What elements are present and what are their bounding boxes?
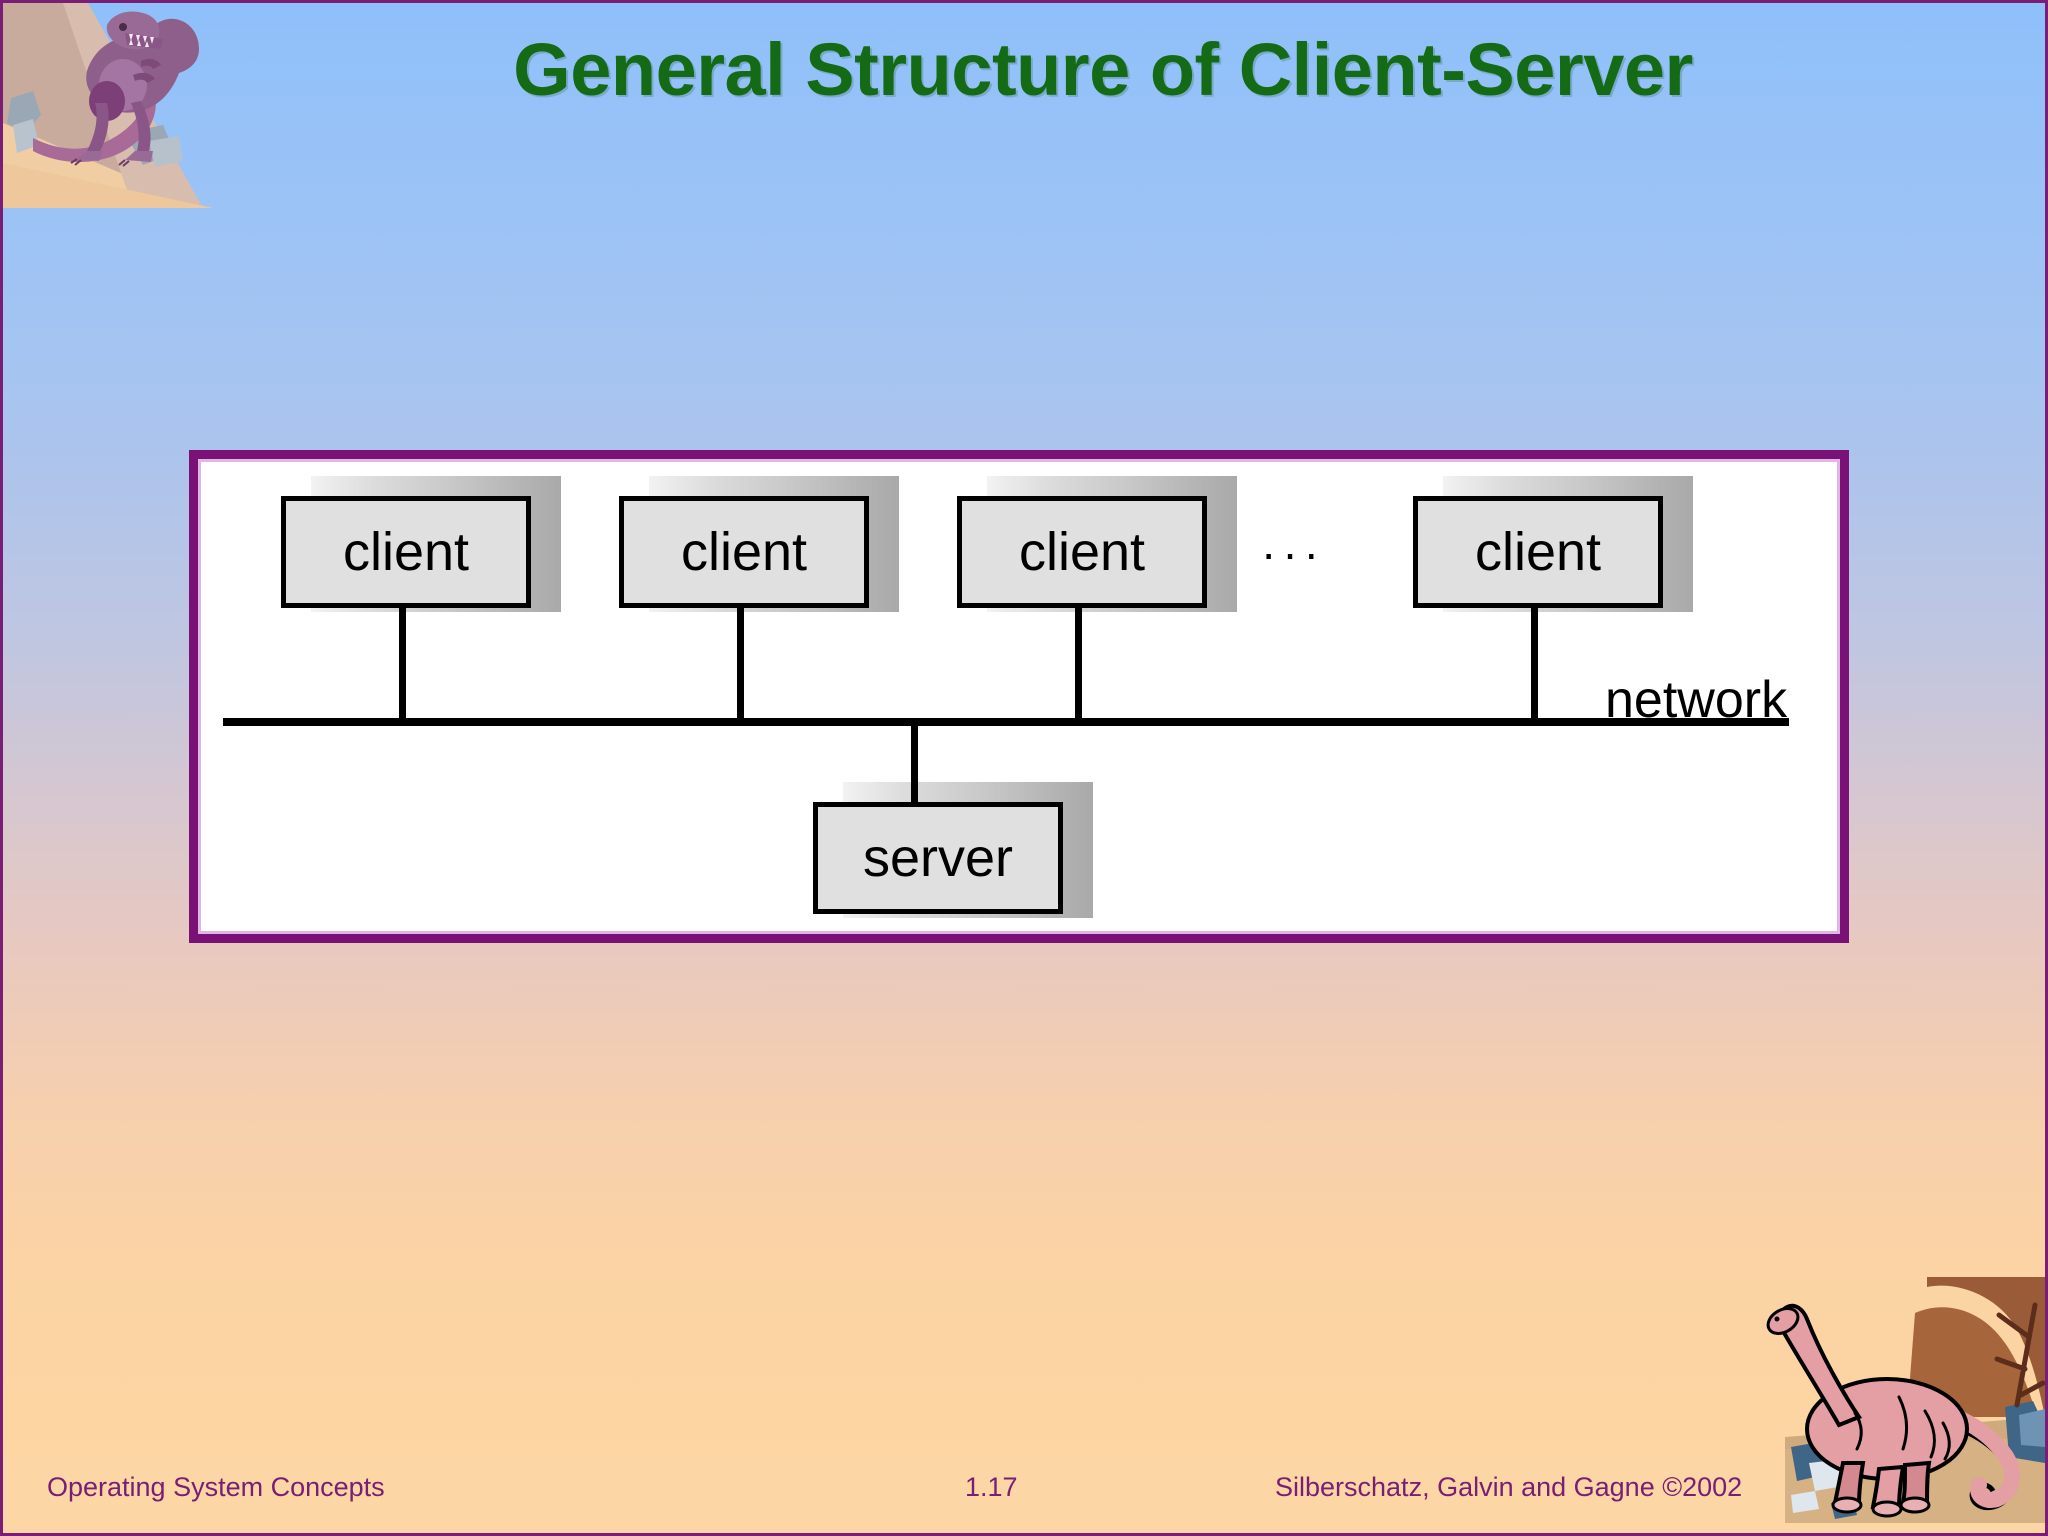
- diagram-inner-border: client client client ··· client: [198, 459, 1840, 934]
- client-label-4: client: [1474, 522, 1602, 582]
- client-link-1: [399, 608, 406, 722]
- client-label-1: client: [342, 522, 470, 582]
- client-box-4[interactable]: client: [1413, 496, 1663, 608]
- client-server-diagram: client client client ··· client: [189, 450, 1849, 943]
- client-link-3: [1075, 608, 1082, 722]
- page-title: General Structure of Client-Server: [513, 28, 1693, 111]
- client-link-4: [1531, 608, 1538, 722]
- network-label: network: [1605, 671, 1788, 729]
- sauropod-illustration: [1747, 1277, 2045, 1533]
- footer-page-number: 1.17: [965, 1472, 1018, 1502]
- ellipsis-indicator: ···: [1261, 527, 1325, 579]
- client-box-2[interactable]: client: [619, 496, 869, 608]
- server-link: [911, 724, 918, 824]
- network-bus-line: [223, 718, 1789, 726]
- server-box[interactable]: server: [813, 802, 1063, 914]
- client-label-3: client: [1018, 522, 1146, 582]
- client-box-3[interactable]: client: [957, 496, 1207, 608]
- client-label-2: client: [680, 522, 808, 582]
- tyrannosaurus-illustration: [3, 3, 375, 208]
- footer-left-text: Operating System Concepts: [47, 1472, 385, 1502]
- client-box-1[interactable]: client: [281, 496, 531, 608]
- footer-right-attribution: Silberschatz, Galvin and Gagne ©2002: [1275, 1472, 1743, 1502]
- server-label: server: [862, 828, 1014, 888]
- client-link-2: [737, 608, 744, 722]
